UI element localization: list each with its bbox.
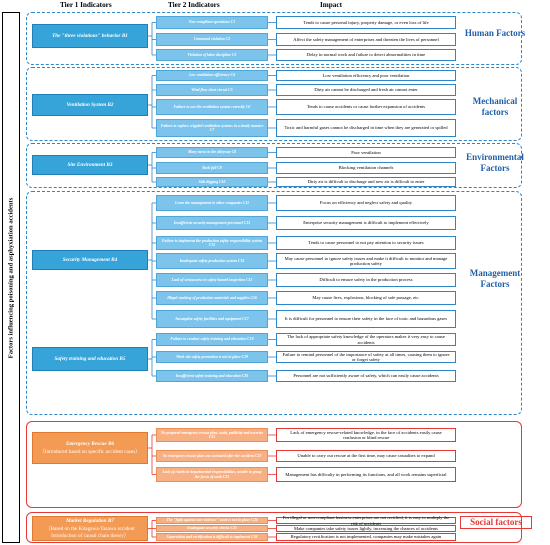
- tier1-box: Safety training and education B5: [32, 347, 148, 371]
- impact-box: It is difficult for personnel to ensure …: [276, 310, 456, 328]
- indicator-group-2: [26, 67, 522, 141]
- tier1-box: Ventilation System B2: [32, 94, 148, 116]
- vertical-side-label: Factors influencing poisoning and asphyx…: [2, 12, 20, 543]
- impact-box: For illegal or non-compliant business en…: [276, 515, 456, 526]
- tier2-box: Inadequate safety production system C14: [156, 253, 268, 269]
- impact-box: Low ventilation efficiency and poor vent…: [276, 70, 456, 81]
- tier2-box: Inadequate security checks C25: [156, 525, 268, 532]
- vertical-side-label-text: Factors influencing poisoning and asphyx…: [7, 197, 15, 358]
- factor-label: Human Factors: [464, 28, 526, 38]
- tier2-box: Lack of clarity in departmental responsi…: [156, 467, 268, 482]
- factor-label: Management Factors: [469, 268, 521, 290]
- tier1-box: Security Management B4: [32, 250, 148, 270]
- tier1-label: Safety training and education B5: [54, 355, 126, 362]
- impact-box: Toxic and harmful gases cannot be discha…: [276, 119, 456, 137]
- tier1-note: （Introduced based on specific accident c…: [39, 449, 141, 455]
- impact-box: Personnel are not sufficiently aware of …: [276, 370, 456, 382]
- tier1-label: Security Management B4: [62, 256, 118, 263]
- tier1-label: Site Environment B3: [67, 161, 113, 168]
- tier2-box: Low ventilation efficiency C4: [156, 70, 268, 81]
- tier2-box: Failure to implement the production safe…: [156, 236, 268, 250]
- tier2-box: Failure to replace crippled ventilation …: [156, 119, 268, 137]
- impact-box: Management has difficulty in performing …: [276, 467, 456, 482]
- impact-box: Difficult to ensure safety in the produc…: [276, 273, 456, 287]
- impact-box: The lack of appropriate safety knowledge…: [276, 333, 456, 346]
- tier2-box: No emergency rescue plan was activated a…: [156, 450, 268, 462]
- tier1-label: The "three violations" behavior B1: [52, 32, 128, 39]
- tier2-box: Violation of labor discipline C3: [156, 49, 268, 61]
- tier2-box: Incomplete safety facilities and equipme…: [156, 310, 268, 328]
- impact-box: Enterprise security management is diffic…: [276, 216, 456, 230]
- tier1-note: （Based on the Kitagawa-Tazawa accident I…: [45, 526, 135, 539]
- tier2-box: Wind flow short circuit C5: [156, 84, 268, 96]
- indicator-group-1: [26, 12, 522, 65]
- indicator-group-4: [26, 191, 522, 415]
- header-impact: Impact: [320, 1, 342, 9]
- impact-box: Blocking ventilation channels: [276, 162, 456, 174]
- tier1-label: Emergency Rescue B6: [65, 440, 115, 447]
- tier1-box: Market Regulation B7 （Based on the Kitaga…: [32, 516, 148, 541]
- impact-box: Affect the safety management of enterpri…: [276, 33, 456, 46]
- impact-box: Poor ventilation: [276, 147, 456, 158]
- impact-box: Lack of emergency rescue-related knowled…: [276, 428, 456, 442]
- tier2-box: Work site safety promotion is not in pla…: [156, 351, 268, 363]
- tier2-box: Supervision and rectification is difficu…: [156, 533, 268, 541]
- impact-box: Dirty air is difficult to discharge and …: [276, 177, 456, 187]
- tier2-box: Rock fall C9: [156, 162, 268, 174]
- impact-box: May cause fires, explosions, blocking of…: [276, 291, 456, 305]
- impact-box: Make companies take safety issues lightl…: [276, 525, 456, 532]
- impact-box: Unable to carry out rescue at the first …: [276, 450, 456, 462]
- tier2-box: Lack of seriousness in safety hazard ins…: [156, 273, 268, 287]
- tier2-box: Illegal stacking of production materials…: [156, 291, 268, 305]
- indicator-group-7: [26, 512, 522, 543]
- impact-box: Focus on efficiency and neglect safety a…: [276, 195, 456, 211]
- impact-box: May cause personnel to ignore safety iss…: [276, 253, 456, 269]
- impact-box: Tends to cause personnel to not pay atte…: [276, 236, 456, 250]
- impact-box: Dirty air cannot be discharged and fresh…: [276, 84, 456, 96]
- tier2-box: Failure to conduct safety training and e…: [156, 333, 268, 346]
- tier2-box: Failure to use the ventilation system co…: [156, 99, 268, 115]
- tier2-box: Command violation C2: [156, 33, 268, 46]
- tier2-box: Leave the management to other companies …: [156, 195, 268, 211]
- factor-label: Mechanical factors: [472, 96, 518, 118]
- header-tier2: Tier 2 Indicators: [168, 1, 220, 9]
- tier1-label: Ventilation System B2: [66, 101, 114, 108]
- tier2-box: No prepared emergency rescue plan, study…: [156, 428, 268, 442]
- header-tier1: Tier 1 Indicators: [60, 1, 112, 9]
- tier2-box: Insufficient safety training and educati…: [156, 370, 268, 382]
- indicator-group-3: [26, 143, 522, 188]
- impact-box: Tends to cause accidents or cause furthe…: [276, 99, 456, 115]
- tier2-box: Non-compliant operations C1: [156, 16, 268, 29]
- tier2-box: The "fight against non-violence" work is…: [156, 517, 268, 524]
- impact-box: Delay in normal work and failure to dete…: [276, 49, 456, 61]
- impact-box: Failure to remind personnel of the impor…: [276, 351, 456, 363]
- impact-box: Tends to cause personal injury, property…: [276, 16, 456, 29]
- tier2-box: Insufficient security management personn…: [156, 216, 268, 230]
- tier1-box: Site Environment B3: [32, 155, 148, 175]
- tier1-box: The "three violations" behavior B1: [32, 24, 148, 48]
- impact-box: Regulatory rectification is not implemen…: [276, 533, 456, 541]
- tier2-box: Many turns in the alleyway C8: [156, 147, 268, 158]
- indicator-group-6: [26, 421, 522, 508]
- tier1-label: Market Regulation B7: [66, 517, 114, 524]
- factor-label: Social factors: [460, 516, 532, 530]
- factor-label: Environmental Factors: [466, 152, 524, 174]
- tier2-box: Side digging C10: [156, 177, 268, 187]
- tier1-box: Emergency Rescue B6 （Introduced based on …: [32, 432, 148, 464]
